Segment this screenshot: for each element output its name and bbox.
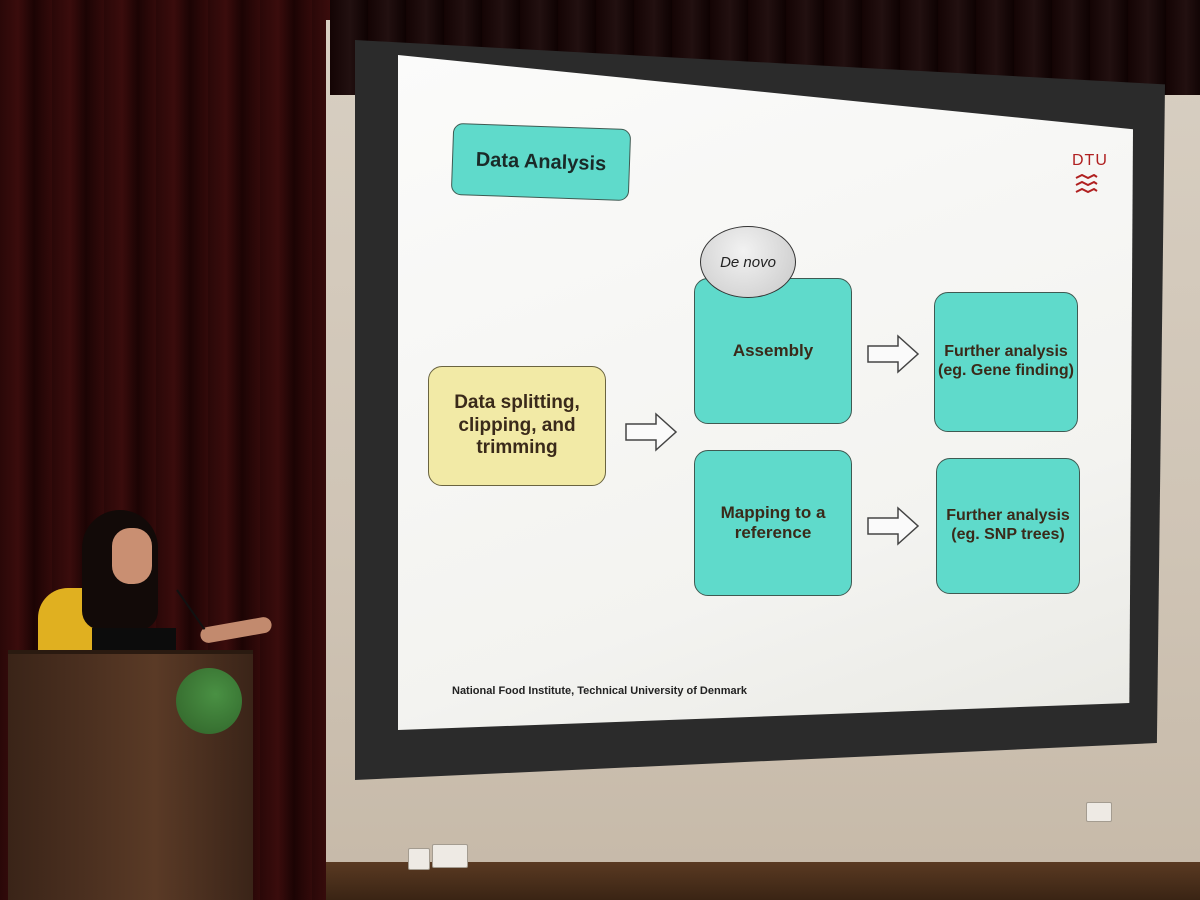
- presenter-face: [112, 528, 152, 584]
- assembly-box: Assembly: [694, 278, 852, 424]
- slide-title: Data Analysis: [450, 122, 632, 202]
- arrow-right-icon: [625, 412, 678, 452]
- slide-footer: National Food Institute, Technical Unive…: [452, 685, 748, 697]
- wall-socket: [1086, 802, 1112, 822]
- further-analysis-gene-box: Further analysis (eg. Gene finding): [934, 292, 1078, 432]
- wall-socket: [432, 844, 468, 868]
- de-novo-badge: De novo: [700, 226, 796, 298]
- mapping-box: Mapping to a reference: [694, 450, 852, 596]
- arrow-right-icon: [867, 506, 920, 546]
- arrow-right-icon: [867, 334, 920, 374]
- further-analysis-snp-box: Further analysis (eg. SNP trees): [936, 458, 1080, 594]
- data-splitting-box: Data splitting, clipping, and trimming: [428, 366, 606, 486]
- dtu-logo-icon: [1075, 174, 1098, 194]
- dtu-logo-text: DTU: [1072, 152, 1108, 169]
- wall-socket: [408, 848, 430, 870]
- floor-trim: [326, 862, 1200, 900]
- podium-logo: [176, 668, 242, 734]
